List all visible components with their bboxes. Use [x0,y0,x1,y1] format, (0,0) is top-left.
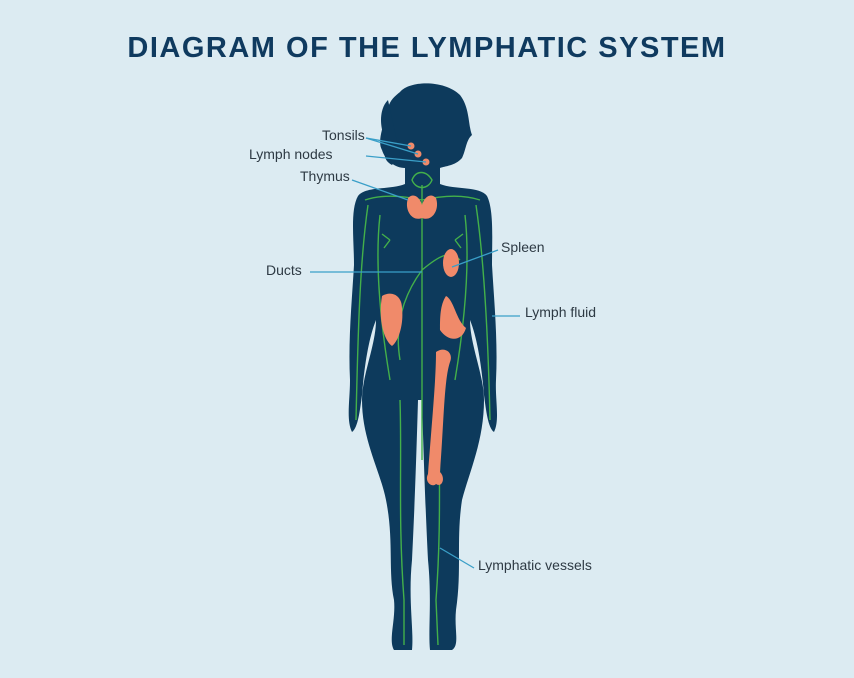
diagram-title: DIAGRAM OF THE LYMPHATIC SYSTEM [127,32,727,64]
label-lymph-fluid: Lymph fluid [525,304,597,320]
body-silhouette [348,83,498,650]
leader-lines [310,137,520,569]
label-ducts: Ducts [266,262,302,278]
colon [440,296,466,339]
label-lymph-nodes: Lymph nodes [249,146,333,162]
femur [426,349,451,486]
label-lymphatic-vessels: Lymphatic vessels [478,557,592,573]
intestines [380,293,403,346]
label-tonsils: Tonsils [322,127,365,143]
label-spleen: Spleen [501,239,545,255]
spleen [443,249,459,277]
label-thymus: Thymus [300,168,350,184]
thymus [406,195,438,219]
